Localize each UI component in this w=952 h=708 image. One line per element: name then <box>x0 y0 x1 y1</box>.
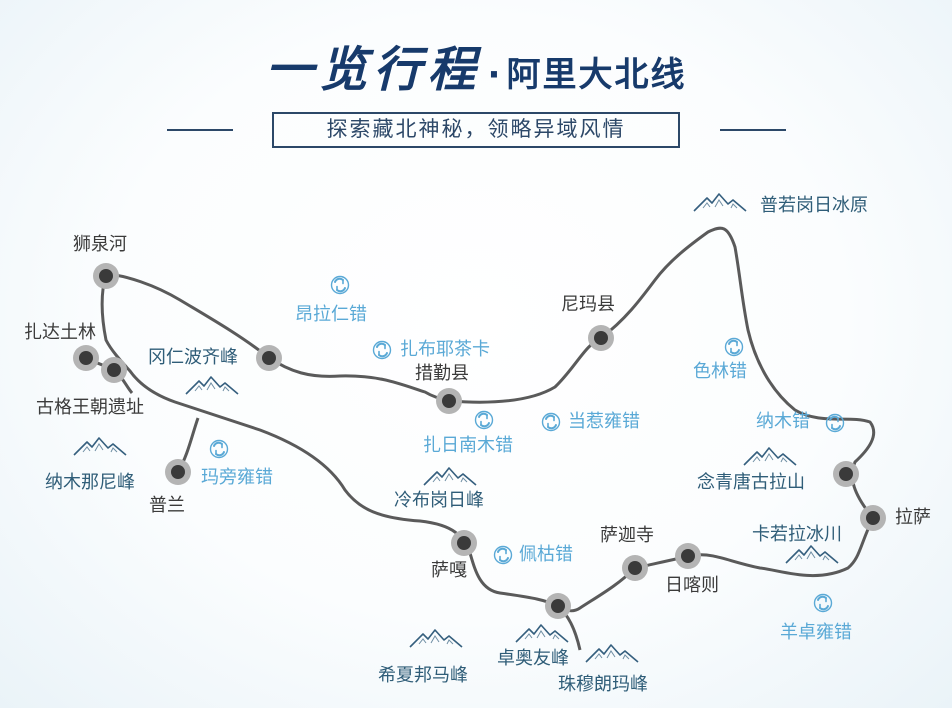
town-label-zhadatulin: 扎达土林 <box>24 322 96 343</box>
subtitle: 探索藏北神秘，领略异域风情 <box>272 112 680 148</box>
lake-icon-dangreyong <box>541 412 561 432</box>
subtitle-rule-right <box>720 129 786 131</box>
stop-marker-lhasa <box>860 505 886 531</box>
title-brush-text: 一览行程 <box>265 42 482 98</box>
mountain-label-lengbugangri: 冷布岗日峰 <box>394 490 484 511</box>
mountain-icon-xixiabangma <box>409 629 463 648</box>
mountain-icon-gangrenboqi <box>185 376 239 395</box>
stop-marker-gangrenboqi <box>256 345 282 371</box>
town-label-rikaze: 日喀则 <box>665 575 719 596</box>
lake-label-yangzhuoyong: 羊卓雍错 <box>780 622 852 643</box>
mountain-label-gangrenboqi: 冈仁波齐峰 <box>148 347 238 368</box>
town-label-sajia: 萨迦寺 <box>600 525 654 546</box>
town-label-guge: 古格王朝遗址 <box>36 397 144 418</box>
town-label-nima: 尼玛县 <box>561 294 615 315</box>
lake-label-mapang: 玛旁雍错 <box>201 467 273 488</box>
mountain-icon-namunani <box>73 437 127 456</box>
title-main-text: 阿里大北线 <box>506 55 687 95</box>
title-dot: · <box>487 55 501 95</box>
lake-label-zharinanmu: 扎日南木错 <box>423 435 513 456</box>
town-label-cuoqin: 措勤县 <box>415 363 469 384</box>
lake-label-dangreyong: 当惹雍错 <box>568 411 640 432</box>
stop-marker-sage <box>451 530 477 556</box>
stop-marker-nianqingtanggula <box>833 461 859 487</box>
lake-icon-zharinanmu <box>474 410 494 430</box>
page-title: 一览行程·阿里大北线 <box>0 30 952 100</box>
stop-marker-nima <box>588 325 614 351</box>
stop-marker-guge <box>101 357 127 383</box>
stop-marker-sajia <box>622 555 648 581</box>
lake-icon-namu <box>825 413 845 433</box>
lake-label-peiku: 佩枯错 <box>519 544 573 565</box>
lake-label-anglaren: 昂拉仁错 <box>295 304 367 325</box>
mountain-icon-lengbugangri <box>423 467 477 486</box>
lake-label-zhabuyecaka: 扎布耶茶卡 <box>400 339 490 360</box>
mountain-label-nianqingtanggula: 念青唐古拉山 <box>697 472 805 493</box>
mountain-label-karuola: 卡若拉冰川 <box>752 524 842 545</box>
town-label-pulan: 普兰 <box>149 495 185 516</box>
mountain-label-xixiabangma: 希夏邦马峰 <box>378 665 468 686</box>
mountain-label-zhuoaoyou: 卓奥友峰 <box>497 648 569 669</box>
mountain-label-namunani: 纳木那尼峰 <box>45 472 135 493</box>
town-label-shiquanhe: 狮泉河 <box>73 234 127 255</box>
town-label-sage: 萨嘎 <box>431 560 467 581</box>
mountain-icon-karuola <box>785 545 839 564</box>
town-label-lhasa: 拉萨 <box>895 507 931 528</box>
stop-marker-pulan <box>165 459 191 485</box>
lake-icon-zhabuyecaka <box>372 340 392 360</box>
mountain-label-zhumulangma: 珠穆朗玛峰 <box>558 674 648 695</box>
route-stops <box>73 263 886 619</box>
mountain-icon-nianqingtanggula <box>743 447 797 466</box>
stop-marker-shiquanhe <box>93 263 119 289</box>
lake-icon-selin <box>724 337 744 357</box>
lake-icon-peiku <box>493 545 513 565</box>
mountain-label-puruogangri: 普若岗日冰原 <box>760 195 868 216</box>
lake-icon-mapang <box>209 439 229 459</box>
mountain-icon-zhumulangma <box>585 644 639 663</box>
mountain-icon-zhuoaoyou <box>515 624 569 643</box>
subtitle-rule-left <box>167 129 233 131</box>
stop-marker-rikaze <box>675 543 701 569</box>
lake-icon-anglaren <box>330 275 350 295</box>
stop-marker-zhadatulin <box>73 345 99 371</box>
lake-label-namu: 纳木错 <box>756 411 810 432</box>
mountain-icon-puruogangri <box>693 193 747 212</box>
lake-label-selin: 色林错 <box>693 361 747 382</box>
stop-marker-cuoqin <box>436 388 462 414</box>
stop-marker-zhuoaoyou <box>545 593 571 619</box>
lake-icon-yangzhuoyong <box>813 593 833 613</box>
